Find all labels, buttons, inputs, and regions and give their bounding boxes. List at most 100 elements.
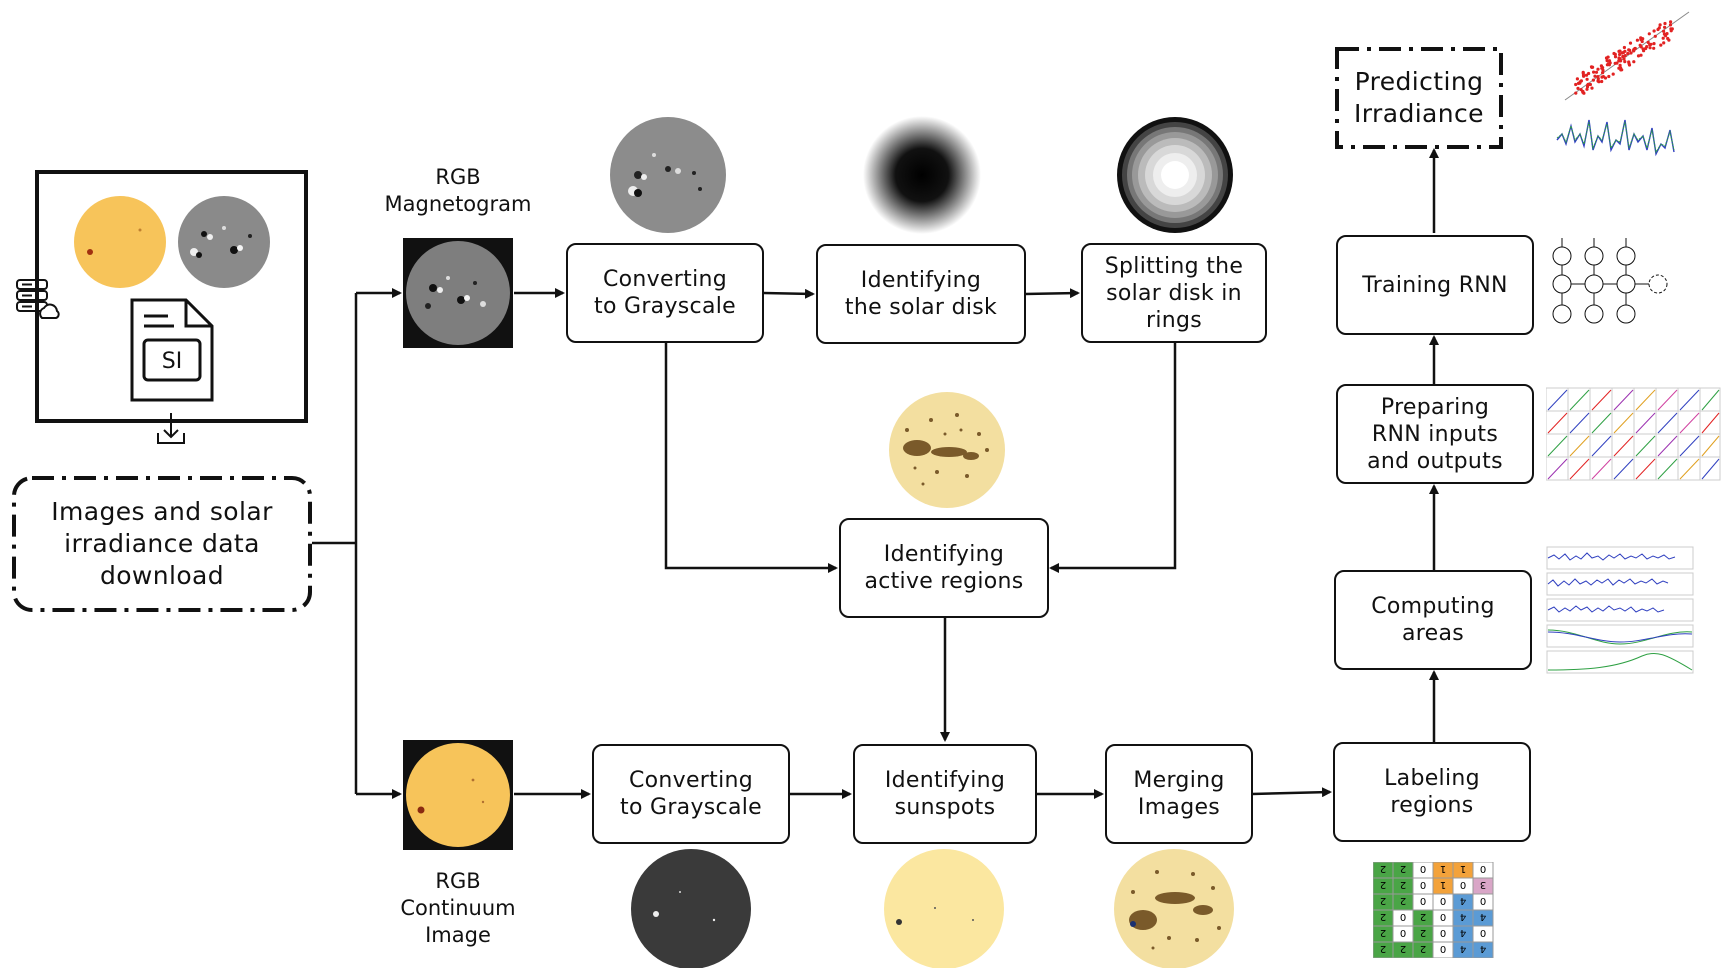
grid-cell-label: 4: [1480, 943, 1486, 954]
scatter-point: [1623, 54, 1627, 58]
scatter-point: [1618, 63, 1622, 67]
scatter-point: [1628, 41, 1633, 45]
rings-thumbnail: [1117, 117, 1233, 233]
scatter-point: [1576, 86, 1580, 90]
scatter-point: [1600, 75, 1604, 79]
scatter-point: [1633, 46, 1637, 51]
grid-cell: [1472, 941, 1494, 958]
scatter-point: [1601, 66, 1605, 70]
scatter-point: [1665, 32, 1669, 36]
solar-disk-mask-thumbnail: [863, 116, 981, 234]
scatter-point: [1652, 46, 1656, 50]
scatter-point: [1587, 71, 1591, 76]
sunspots-node[interactable]: Identifying sunspots: [853, 744, 1037, 844]
grid-cell-label: 4: [1460, 927, 1466, 938]
grid-cell-label: 2: [1380, 863, 1386, 874]
gray-bottom-node[interactable]: Converting to Grayscale: [592, 744, 790, 844]
scatter-point: [1596, 67, 1600, 71]
grid-cell-label: 2: [1380, 943, 1386, 954]
scatter-point: [1617, 56, 1621, 60]
predict-node[interactable]: Predicting Irradiance: [1354, 67, 1484, 128]
scatter-point: [1611, 72, 1615, 76]
grid-cell-label: 2: [1380, 879, 1386, 890]
scatter-point: [1639, 53, 1643, 57]
active-node[interactable]: Identifying active regions: [839, 518, 1049, 618]
server-cloud-icon: [16, 279, 60, 319]
grayscale-continuum-thumbnail: [631, 849, 751, 968]
scatter-point: [1618, 52, 1622, 57]
scatter-point: [1575, 77, 1579, 81]
grid-cell-label: 0: [1440, 895, 1446, 906]
grid-cell-label: 2: [1420, 943, 1426, 954]
magnetogram-label: RGB Magnetogram: [384, 165, 532, 216]
scatter-point: [1662, 41, 1666, 45]
merging-node[interactable]: Merging Images: [1105, 744, 1253, 844]
scatter-point: [1642, 49, 1646, 53]
continuum-image: [403, 740, 513, 850]
grid-cell-label: 0: [1420, 863, 1426, 874]
solar-disk-node[interactable]: Identifying the solar disk: [816, 244, 1026, 344]
download-icon: [157, 413, 185, 444]
scatter-point: [1620, 68, 1624, 72]
scatter-point: [1669, 20, 1673, 24]
scatter-point: [1659, 43, 1663, 47]
rnn-diagram-thumbnail: [1552, 238, 1668, 324]
grid-cell-label: 4: [1460, 943, 1466, 954]
scatter-point: [1666, 36, 1670, 41]
sun-continuum-thumbnail: [74, 196, 166, 288]
scatter-point: [1648, 43, 1652, 47]
scatter-point: [1612, 51, 1616, 56]
scatter-point: [1669, 29, 1673, 33]
grid-cell-label: 2: [1400, 895, 1406, 906]
gray-top-node[interactable]: Converting to Grayscale: [566, 243, 764, 343]
scatter-point: [1658, 23, 1662, 27]
grid-cell-label: 0: [1480, 863, 1486, 874]
scatter-point: [1647, 32, 1651, 36]
grid-cell-label: 1: [1440, 879, 1446, 890]
scatter-point: [1641, 37, 1645, 41]
grid-cell-label: 1: [1460, 863, 1466, 874]
grid-cell-label: 2: [1380, 895, 1386, 906]
grid-cell-label: 2: [1420, 927, 1426, 938]
grid-cell-label: 1: [1440, 863, 1446, 874]
scatter-point: [1601, 71, 1605, 75]
scatter-point: [1586, 82, 1590, 86]
labeling-node[interactable]: Labeling regions: [1333, 742, 1531, 842]
scatter-point: [1607, 59, 1612, 63]
scatter-point: [1632, 60, 1636, 64]
grid-cell-label: 2: [1380, 927, 1386, 938]
grid-cell-label: 4: [1460, 911, 1466, 922]
scatter-point: [1607, 74, 1611, 79]
training-node[interactable]: Training RNN: [1336, 235, 1534, 335]
scatter-point: [1582, 74, 1586, 78]
grid-cell-label: 0: [1420, 879, 1426, 890]
grid-cell-label: 0: [1460, 879, 1466, 890]
scatter-point: [1592, 70, 1596, 74]
computing-node[interactable]: Computing areas: [1334, 570, 1532, 670]
rings-node[interactable]: Splitting the solar disk in rings: [1081, 243, 1267, 343]
rnn-inputs-thumbnail: [1546, 387, 1721, 481]
scatter-point: [1635, 38, 1639, 42]
scatter-point: [1605, 59, 1609, 63]
scatter-point: [1622, 57, 1626, 61]
scatter-point: [1663, 21, 1667, 26]
si-badge: SI: [161, 349, 183, 374]
scatter-point: [1594, 70, 1599, 74]
scatter-point: [1656, 27, 1660, 32]
scatter-point: [1619, 59, 1623, 63]
grid-cell-label: 2: [1380, 911, 1386, 922]
download-node[interactable]: Images and solar irradiance data downloa…: [51, 497, 273, 590]
grid-cell-label: 2: [1400, 863, 1406, 874]
scatter-point: [1629, 51, 1633, 55]
scatter-point: [1603, 76, 1608, 80]
grid-cell-label: 0: [1420, 895, 1426, 906]
preparing-node[interactable]: Preparing RNN inputs and outputs: [1336, 384, 1534, 484]
grid-cell-label: 2: [1400, 943, 1406, 954]
scatter-point: [1626, 51, 1630, 56]
scatter-point: [1576, 81, 1581, 85]
grid-cell-label: 4: [1460, 895, 1466, 906]
scatter-point: [1648, 46, 1652, 50]
scatter-point: [1590, 86, 1594, 90]
